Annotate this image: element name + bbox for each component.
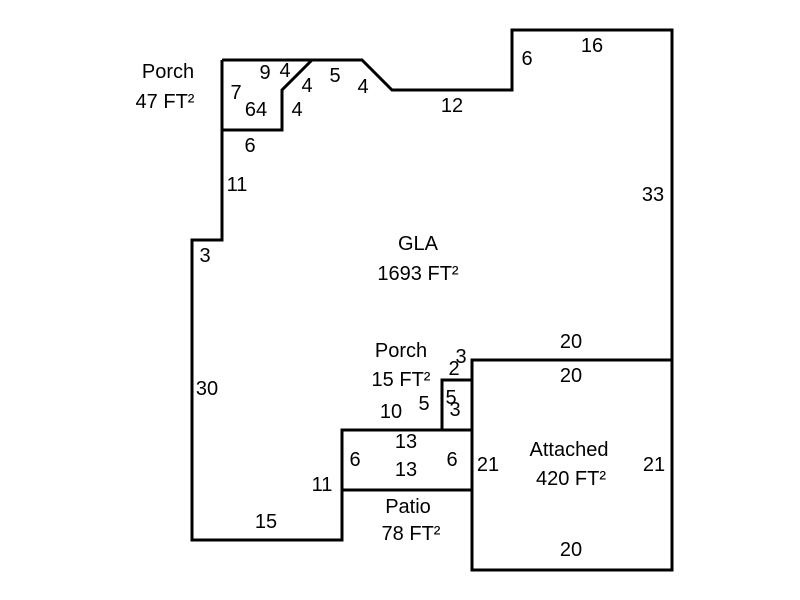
gla-label: GLA	[398, 233, 439, 255]
dimension-label: 20	[560, 539, 582, 561]
dimension-label: 3	[449, 399, 460, 421]
attached-area: 420 FT²	[536, 468, 606, 490]
dimension-label: 6	[521, 48, 532, 70]
porch-top-outline	[222, 58, 314, 132]
dimension-label: 12	[441, 95, 463, 117]
attached-garage-outline	[470, 358, 674, 572]
dimension-label: 11	[312, 474, 333, 496]
dimension-label: 20	[560, 331, 582, 353]
patio-area: 78 FT²	[382, 523, 441, 545]
dimension-label: 3	[199, 245, 210, 267]
dimension-label: 16	[581, 35, 603, 57]
dimension-label: 9	[259, 62, 270, 84]
dimension-label: 4	[279, 60, 290, 82]
porch-top-area: 47 FT²	[136, 91, 195, 113]
dimension-label: 3	[455, 346, 466, 368]
dimension-label: 5	[329, 65, 340, 87]
dimension-label: 21	[643, 454, 665, 476]
dimension-label: 5	[445, 387, 456, 409]
dimension-label: 6	[349, 449, 360, 471]
dimension-label: 2	[448, 358, 459, 380]
gla-area: 1693 FT²	[377, 263, 458, 285]
dimension-label: 30	[196, 378, 218, 400]
dimension-label: 15	[255, 511, 277, 533]
attached-label: Attached	[530, 439, 609, 461]
porch-mid-label: Porch	[375, 340, 427, 362]
patio-label: Patio	[385, 496, 431, 518]
dimension-label: 21	[477, 454, 499, 476]
dimension-label: 20	[560, 365, 582, 387]
dimension-label: 5	[418, 393, 429, 415]
dimension-label: 13	[395, 459, 417, 481]
dimension-label: 6	[244, 135, 255, 157]
dimension-label: 4	[301, 75, 312, 97]
dimension-label: 13	[395, 431, 417, 453]
porch-mid-area: 15 FT²	[372, 369, 431, 391]
dimension-label: 4	[357, 76, 368, 98]
dimension-label: 4	[291, 99, 302, 121]
dimension-label: 10	[380, 401, 402, 423]
dimension-label: 33	[642, 184, 664, 206]
dimension-label: 64	[245, 99, 267, 121]
porch-top-label: Porch	[142, 61, 194, 83]
dimension-label: 6	[446, 449, 457, 471]
dimension-label: 7	[230, 82, 241, 104]
dimension-label: 11	[227, 174, 248, 196]
